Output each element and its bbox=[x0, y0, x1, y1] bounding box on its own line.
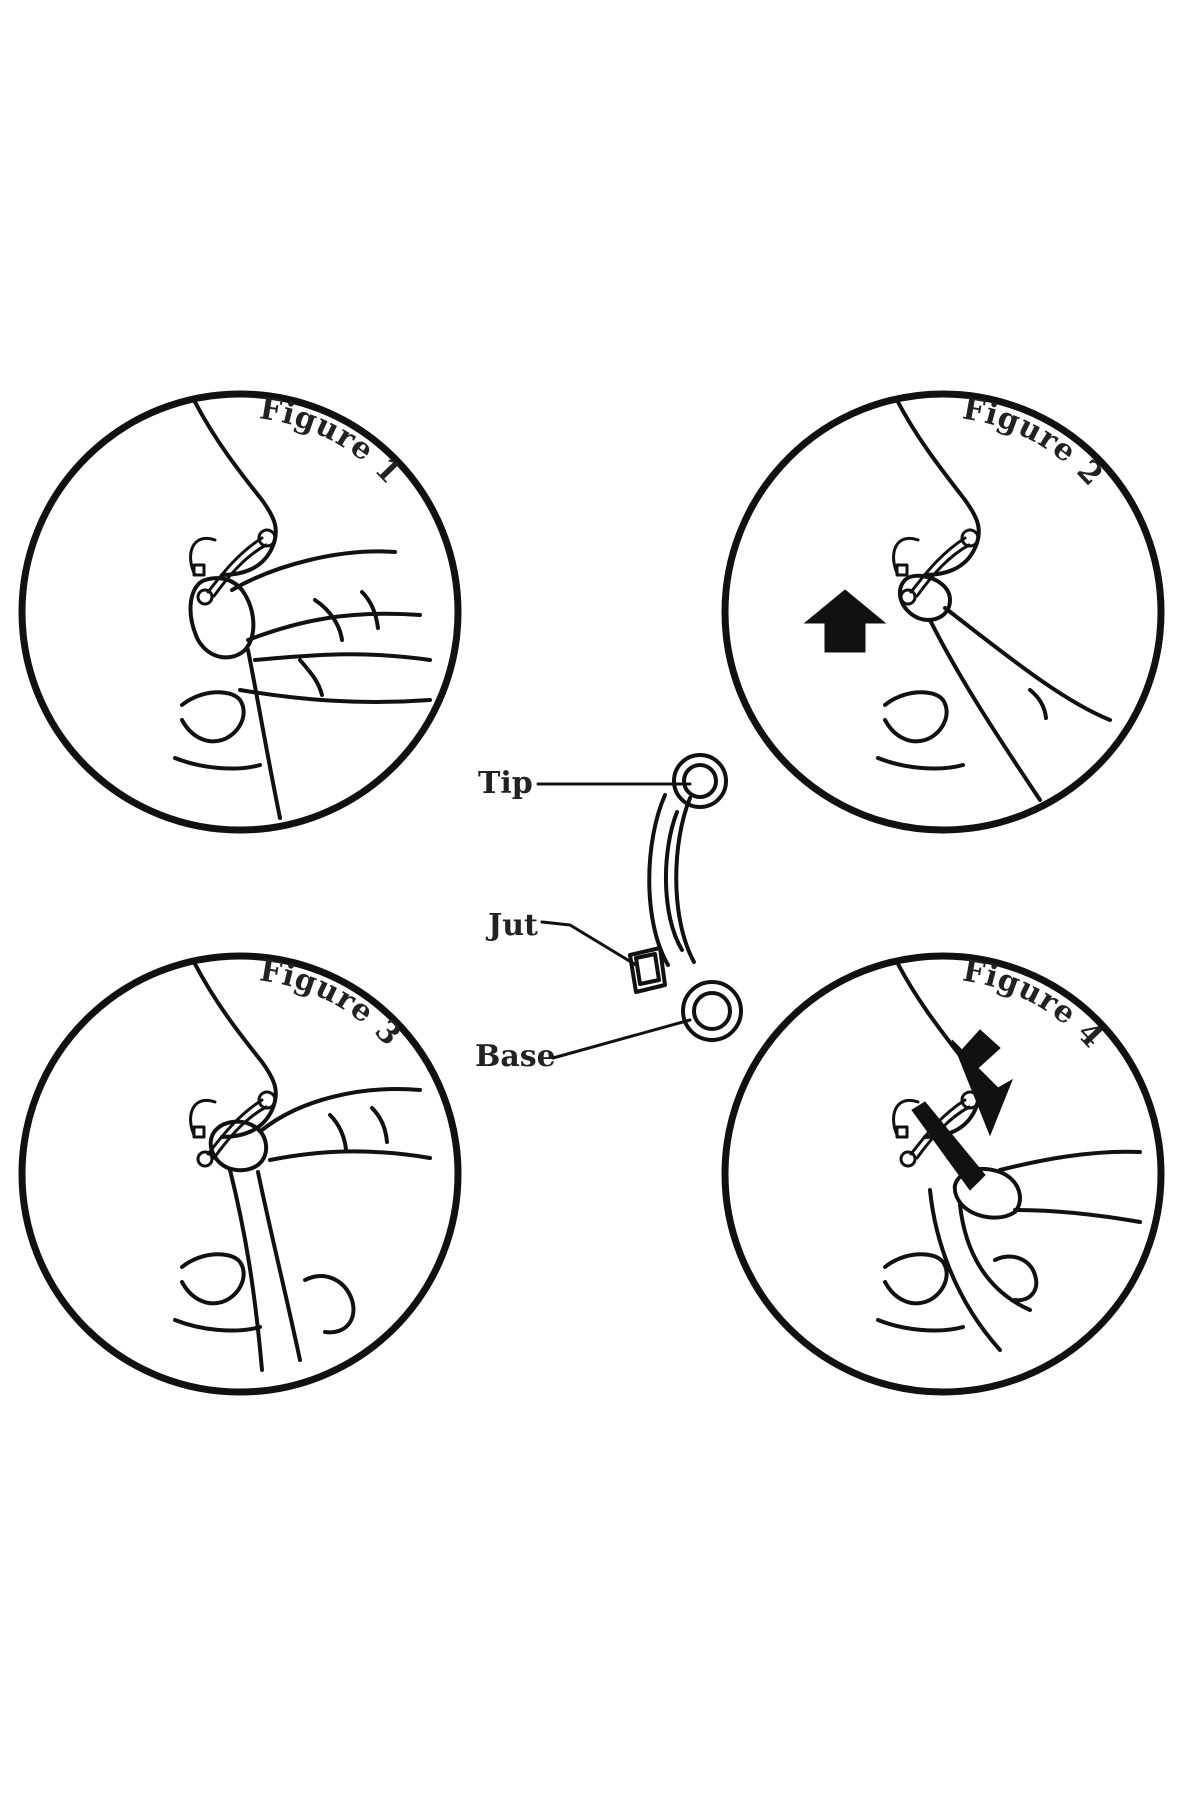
figure-1-title: Figure 1 bbox=[257, 391, 408, 491]
figure-4-hand bbox=[911, 1101, 1142, 1352]
figure-2-title: Figure 2 bbox=[960, 392, 1110, 494]
figure-3-frame bbox=[18, 952, 462, 1396]
figure-4-face bbox=[876, 962, 981, 1333]
jut-square bbox=[628, 946, 667, 994]
figure-2-nose-stud-icon bbox=[892, 528, 980, 606]
figure-2-face bbox=[876, 400, 981, 771]
figure-2-hand bbox=[897, 573, 1112, 802]
jut-label: Jut bbox=[485, 908, 538, 943]
down-left-arrow-icon bbox=[951, 1029, 1013, 1137]
figure-2-frame bbox=[721, 390, 1165, 834]
figure-3-title: Figure 3 bbox=[257, 953, 408, 1053]
nose-stud-parts-diagram: Tip Jut Base bbox=[475, 753, 743, 1074]
tip-label: Tip bbox=[478, 766, 533, 801]
jut-leader-line bbox=[540, 920, 638, 967]
figure-2-panel: Figure 2 bbox=[721, 390, 1165, 834]
base-ball bbox=[681, 980, 743, 1042]
figure-1-nose-stud-icon bbox=[189, 528, 277, 606]
figure-3-panel: Figure 3 bbox=[18, 952, 462, 1396]
figure-1-frame bbox=[18, 390, 462, 834]
tip-ball bbox=[672, 753, 728, 809]
figure-4-panel: Figure 4 bbox=[721, 952, 1165, 1396]
figure-3-hand bbox=[208, 1087, 432, 1372]
figure-3-face bbox=[173, 962, 278, 1333]
figure-1-hand bbox=[188, 549, 432, 820]
figure-1-face bbox=[173, 400, 278, 771]
nose-stud-body bbox=[647, 793, 696, 967]
base-label: Base bbox=[475, 1039, 556, 1074]
figure-4-frame bbox=[721, 952, 1165, 1396]
figure-1-panel: Figure 1 bbox=[18, 390, 462, 834]
up-arrow-icon bbox=[803, 589, 887, 653]
base-leader-line bbox=[551, 1018, 692, 1060]
